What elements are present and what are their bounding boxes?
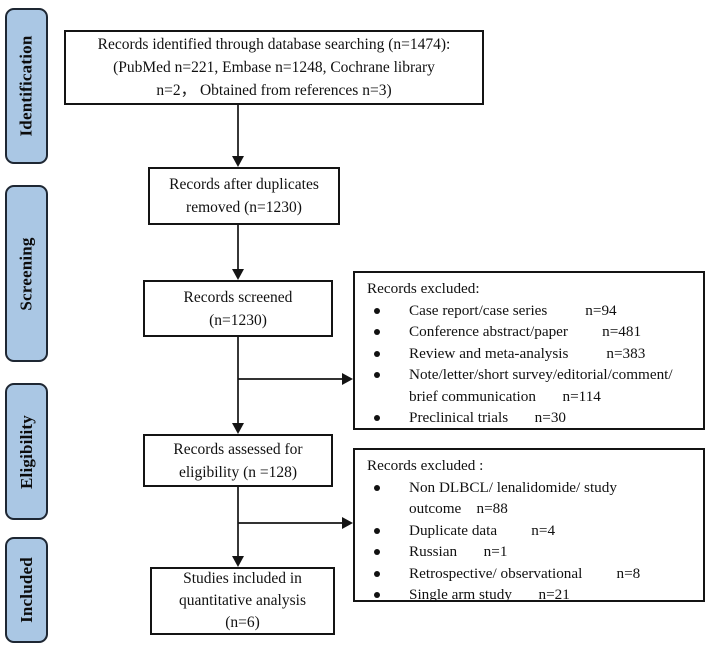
list-item: Duplicate data n=4 — [367, 520, 697, 542]
stage-included-label: Included — [16, 557, 36, 623]
list-item: Non DLBCL/ lenalidomide/ study outcome n… — [367, 477, 697, 520]
box-text-line: eligibility (n =128) — [178, 463, 298, 481]
arrowhead-right-icon — [342, 373, 353, 385]
list-item: Single arm study n=21 — [367, 584, 697, 606]
excluded-item: Non DLBCL/ lenalidomide/ study outcome n… — [409, 478, 617, 518]
arrowhead-down-icon — [232, 423, 244, 434]
arrowhead-down-icon — [232, 269, 244, 280]
stage-screening-label: Screening — [16, 236, 36, 311]
list-item: Russian n=1 — [367, 541, 697, 563]
arrowhead-down-icon — [232, 156, 244, 167]
box-records-excluded-screening: Records excluded: Case report/case serie… — [353, 271, 705, 430]
bullet-icon — [374, 570, 380, 577]
box-studies-included: Studies included in quantitative analysi… — [150, 567, 335, 635]
list-item: Preclinical trials n=30 — [367, 407, 697, 429]
stage-screening: Screening — [5, 185, 48, 362]
excluded-item: Russian n=1 — [409, 543, 508, 560]
arrowhead-right-icon — [342, 517, 353, 529]
list-item: Note/letter/short survey/editorial/comme… — [367, 364, 697, 407]
excluded-item: Note/letter/short survey/editorial/comme… — [409, 366, 673, 405]
bullet-icon — [374, 329, 380, 335]
excluded-item: Conference abstract/paper n=481 — [409, 323, 642, 340]
bullet-icon — [374, 527, 380, 534]
excluded-title: Records excluded : — [367, 457, 484, 474]
box-records-excluded-eligibility: Records excluded : Non DLBCL/ lenalidomi… — [353, 448, 705, 603]
stage-identification-label: Identification — [16, 35, 36, 137]
excluded-item: Single arm study n=21 — [409, 586, 570, 603]
box-text-line: Studies included in — [183, 570, 302, 587]
list-item: Conference abstract/paper n=481 — [367, 321, 697, 343]
arrowhead-down-icon — [232, 556, 244, 567]
box-text-line: (PubMed n=221, Embase n=1248, Cochrane l… — [113, 59, 435, 76]
box-text-line: n=2， Obtained from references n=3) — [156, 82, 392, 99]
box-text-line: (n=1230) — [209, 311, 267, 329]
box-text-line: (n=6) — [225, 614, 260, 631]
bullet-icon — [374, 549, 380, 555]
stage-eligibility: Eligibility — [5, 383, 48, 520]
stage-identification: Identification — [5, 8, 48, 164]
list-item: Review and meta-analysis n=383 — [367, 343, 697, 365]
box-text-line: Records identified through database sear… — [97, 36, 451, 53]
excluded-item: Case report/case series n=94 — [409, 301, 617, 319]
bullet-icon — [374, 350, 380, 357]
excluded-item: Review and meta-analysis n=383 — [409, 344, 646, 362]
box-text-line: Records screened — [183, 288, 293, 306]
bullet-icon — [374, 307, 380, 314]
box-records-assessed: Records assessed for eligibility (n =128… — [143, 434, 333, 487]
list-item: Case report/case series n=94 — [367, 300, 697, 322]
box-records-identified: Records identified through database sear… — [64, 30, 484, 105]
bullet-icon — [374, 415, 380, 421]
stage-eligibility-label: Eligibility — [16, 414, 36, 489]
excluded-item: Retrospective/ observational n=8 — [409, 564, 641, 582]
box-text-line: Records after duplicates — [169, 176, 319, 193]
box-text-line: removed (n=1230) — [186, 199, 302, 216]
excluded-item: Duplicate data n=4 — [409, 521, 556, 539]
box-text-line: Records assessed for — [173, 440, 303, 458]
box-text-line: quantitative analysis — [179, 592, 306, 609]
box-records-screened: Records screened (n=1230) — [143, 280, 333, 337]
bullet-icon — [374, 372, 380, 378]
bullet-icon — [374, 592, 380, 598]
list-item: Retrospective/ observational n=8 — [367, 563, 697, 585]
box-duplicates-removed: Records after duplicates removed (n=1230… — [148, 167, 340, 225]
stage-included: Included — [5, 537, 48, 643]
bullet-icon — [374, 484, 380, 491]
excluded-item: Preclinical trials n=30 — [409, 409, 567, 426]
excluded-title: Records excluded: — [367, 280, 480, 297]
